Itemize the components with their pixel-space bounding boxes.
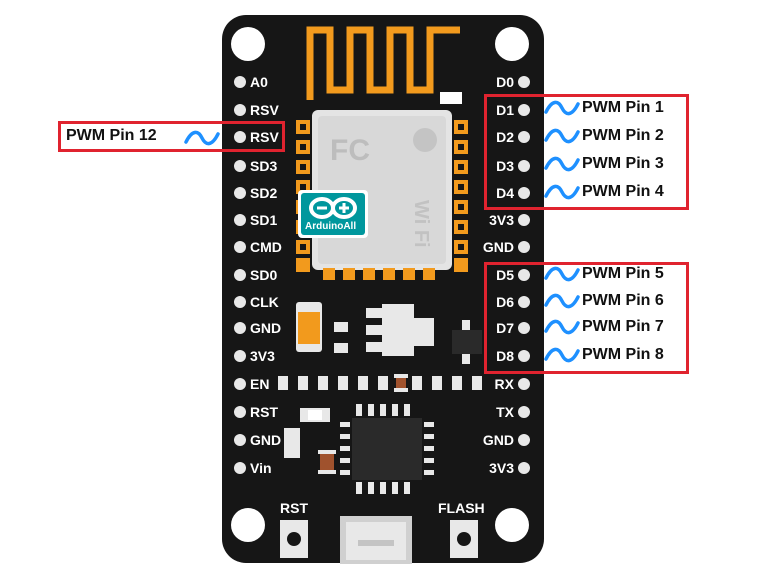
pwm-pin-label: PWM Pin 3: [582, 155, 664, 172]
mounting-hole-bottom-left: [231, 508, 265, 542]
pwm-pin-12-label: PWM Pin 12: [66, 127, 157, 144]
smd-pad-row: [278, 376, 482, 390]
pin-label-left: GND: [250, 320, 282, 336]
pin-label-left: GND: [250, 432, 282, 448]
module-pads-bottom: [323, 268, 435, 280]
pin-label-left: RSV: [250, 102, 279, 118]
pwm-wave-icon: [544, 128, 580, 144]
pwm-wave-icons: [184, 100, 580, 363]
svg-text:FC: FC: [330, 134, 370, 167]
pin-label-left: RST: [250, 404, 278, 420]
pin-label-left: SD0: [250, 267, 278, 283]
mounting-hole-bottom-right: [495, 508, 529, 542]
flash-button-label: FLASH: [438, 500, 485, 516]
pin-label-right: D5: [496, 267, 514, 283]
pin-label-right: D4: [496, 185, 514, 201]
right-header-dots: [518, 76, 530, 474]
pin-label-right: 3V3: [489, 460, 514, 476]
pin-label-left: CMD: [250, 239, 282, 255]
diode: [452, 330, 482, 354]
rst-button-label: RST: [280, 500, 308, 516]
pin-label-right: D1: [496, 102, 514, 118]
pwm-wave-icon: [544, 100, 580, 116]
pin-label-left: EN: [250, 376, 270, 392]
pin-label-left: SD2: [250, 185, 278, 201]
pwm-pin-label: PWM Pin 5: [582, 265, 664, 282]
pwm-wave-icon: [544, 347, 580, 363]
pin-label-right: 3V3: [489, 212, 514, 228]
pin-label-left: 3V3: [250, 348, 275, 364]
pin-label-right: D0: [496, 74, 514, 90]
pwm-pin-label: PWM Pin 6: [582, 292, 664, 309]
pwm-pin-label: PWM Pin 4: [582, 183, 664, 200]
pwm-wave-icon: [544, 156, 580, 172]
pin-label-left: RSV: [250, 129, 279, 145]
pwm-pin-label: PWM Pin 1: [582, 99, 664, 116]
pin-label-left: Vin: [250, 460, 272, 476]
arduino-logo: [298, 190, 368, 238]
pwm-wave-icon: [544, 184, 580, 200]
usb-serial-chip: [352, 418, 422, 480]
pin-label-right: D2: [496, 129, 514, 145]
wifi-antenna: [306, 26, 460, 100]
pin-label-left: A0: [250, 74, 268, 90]
pin-label-right: GND: [482, 432, 514, 448]
pwm-wave-icon: [544, 293, 580, 309]
pin-label-right: D3: [496, 158, 514, 174]
pwm-callout-bottom-right-box: [484, 262, 689, 374]
antenna-led: [440, 92, 462, 104]
left-header-dots: [234, 76, 246, 474]
pwm-callout-top-right-box: [484, 94, 689, 210]
pwm-callout-left-box: [58, 121, 285, 152]
pwm-pin-label: PWM Pin 2: [582, 127, 664, 144]
arduino-logo-text: ArduinoAll: [305, 221, 357, 232]
pin-label-right: D6: [496, 294, 514, 310]
pwm-wave-icon: [544, 266, 580, 282]
pin-label-left: SD3: [250, 158, 278, 174]
pwm-wave-icon: [544, 319, 580, 335]
pin-label-left: SD1: [250, 212, 278, 228]
mounting-hole-top-right: [495, 27, 529, 61]
pin-label-right: TX: [496, 404, 514, 420]
pwm-pin-label: PWM Pin 7: [582, 318, 664, 335]
mounting-hole-top-left: [231, 27, 265, 61]
svg-text:Wi Fi: Wi Fi: [410, 200, 432, 248]
pin-label-right: GND: [482, 239, 514, 255]
pin-label-right: D8: [496, 348, 514, 364]
voltage-regulator: [382, 304, 414, 356]
pin-label-right: D7: [496, 320, 514, 336]
pwm-wave-icon: [184, 130, 220, 146]
pin-label-right: RX: [494, 376, 514, 392]
pin-label-left: CLK: [250, 294, 279, 310]
pwm-pin-label: PWM Pin 8: [582, 346, 664, 363]
